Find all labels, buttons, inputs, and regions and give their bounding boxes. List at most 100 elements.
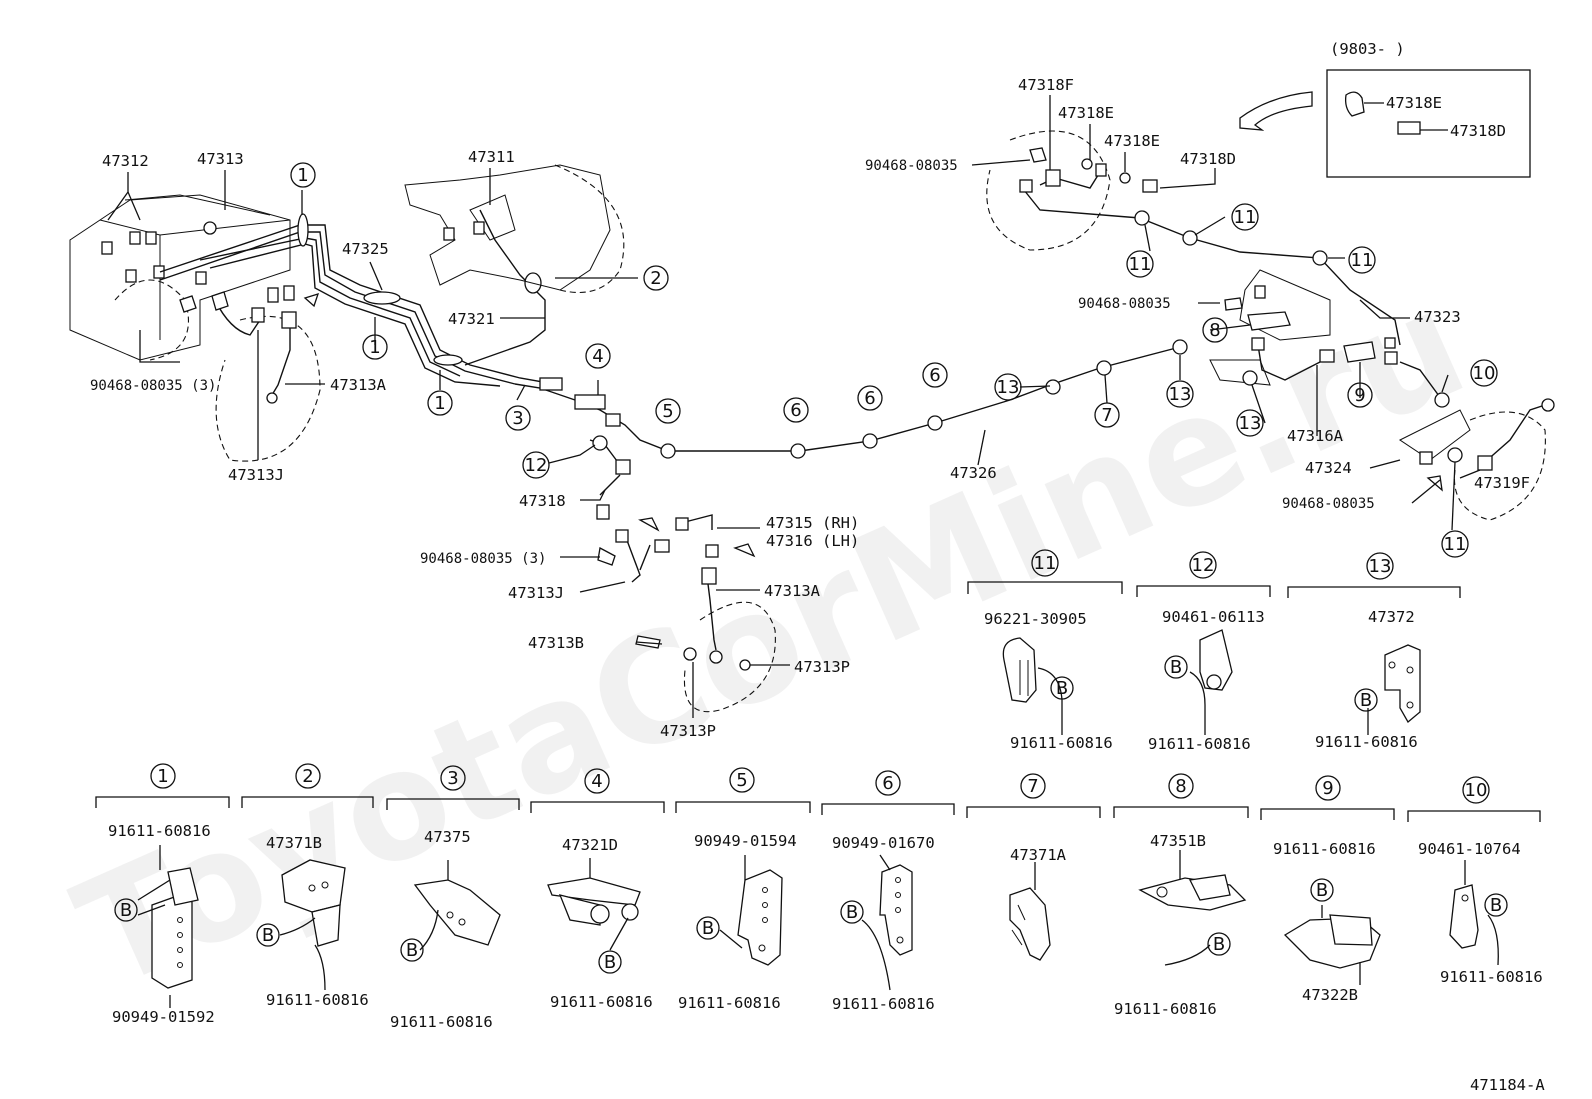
svg-text:6: 6 — [790, 400, 801, 421]
inset-callout-47318E: 47318E — [1386, 94, 1442, 112]
g5-label-a: 90949-01594 — [694, 832, 797, 850]
b-marker: B — [1354, 688, 1378, 712]
callout-47316: 47316 (LH) — [766, 532, 859, 550]
callout-47318E-b: 47318E — [1104, 132, 1160, 150]
ref-circle-1c: 1 — [427, 390, 453, 416]
svg-text:10: 10 — [1465, 780, 1488, 801]
svg-text:B: B — [1213, 934, 1225, 955]
svg-text:B: B — [1316, 880, 1328, 901]
svg-text:4: 4 — [592, 346, 603, 367]
group-num-1: 1 — [150, 763, 176, 789]
ref-circle-6a: 6 — [783, 397, 809, 423]
g1-label-a: 91611-60816 — [108, 822, 211, 840]
ref-circle-5: 5 — [655, 398, 681, 424]
svg-text:5: 5 — [736, 770, 747, 791]
leader-lines — [107, 95, 1481, 718]
detail-parts — [137, 629, 1499, 1008]
ref-circle-11d: 11 — [1441, 530, 1469, 558]
group-num-2: 2 — [295, 763, 321, 789]
b-marker: B — [1050, 676, 1074, 700]
g12-label-a: 90461-06113 — [1162, 608, 1265, 626]
svg-text:11: 11 — [1351, 250, 1374, 271]
callout-47318D: 47318D — [1180, 150, 1236, 168]
callout-90468-08035-3: 90468-08035 (3) — [90, 378, 216, 394]
g3-label-a: 47375 — [424, 828, 471, 846]
svg-text:3: 3 — [447, 768, 458, 789]
svg-text:13: 13 — [1239, 413, 1262, 434]
ref-circle-8: 8 — [1202, 317, 1228, 343]
ref-circle-12a: 12 — [522, 451, 550, 479]
g2-label-a: 47371B — [266, 834, 322, 852]
b-marker: B — [256, 923, 280, 947]
g6-label-a: 90949-01670 — [832, 834, 935, 852]
inset-callout-47318D: 47318D — [1450, 122, 1506, 140]
g10-label-a: 90461-10764 — [1418, 840, 1521, 858]
svg-text:B: B — [262, 925, 274, 946]
period-label: (9803- ) — [1330, 40, 1405, 58]
ref-circle-13b: 13 — [1166, 380, 1194, 408]
svg-text:B: B — [1490, 895, 1502, 916]
b-marker: B — [1484, 893, 1508, 917]
svg-text:1: 1 — [297, 165, 308, 186]
pipe-clip-points — [592, 210, 1463, 463]
callout-47318F: 47318F — [1018, 76, 1074, 94]
svg-text:5: 5 — [662, 401, 673, 422]
group-num-11: 11 — [1031, 549, 1059, 577]
callout-47318: 47318 — [519, 492, 566, 510]
svg-text:11: 11 — [1129, 254, 1152, 275]
front-left-hose — [211, 285, 321, 462]
callout-90468-08035-3b: 90468-08035 (3) — [420, 551, 546, 567]
master-cylinder-assembly — [69, 194, 291, 361]
g6-label-b: 91611-60816 — [832, 995, 935, 1013]
svg-text:6: 6 — [864, 388, 875, 409]
svg-text:9: 9 — [1354, 385, 1365, 406]
g13-label-a: 47372 — [1368, 608, 1415, 626]
b-marker: B — [1164, 655, 1188, 679]
svg-text:B: B — [1170, 657, 1182, 678]
callout-labels: (9803- ) 47318E 47318D 471184-A 47312 47… — [90, 40, 1545, 1094]
g3-label-b: 91611-60816 — [390, 1013, 493, 1031]
svg-text:7: 7 — [1101, 405, 1112, 426]
callout-47318E-a: 47318E — [1058, 104, 1114, 122]
callout-47313P-b: 47313P — [660, 722, 716, 740]
svg-text:B: B — [120, 900, 132, 921]
svg-text:B: B — [1056, 678, 1068, 699]
group-num-13: 13 — [1366, 552, 1394, 580]
ref-circle-9: 9 — [1347, 382, 1373, 408]
circled-reference-numbers: 1 2 1 1 4 3 5 6 6 6 12 13 7 13 13 11 11 … — [150, 162, 1498, 804]
svg-text:B: B — [1360, 690, 1372, 711]
svg-text:11: 11 — [1444, 534, 1467, 555]
ref-circle-7: 7 — [1094, 402, 1120, 428]
callout-47326: 47326 — [950, 464, 997, 482]
callout-90468-08035-r3: 90468-08035 — [1282, 496, 1375, 512]
b-marker: B — [114, 898, 138, 922]
svg-text:6: 6 — [882, 773, 893, 794]
drawing-number: 471184-A — [1470, 1076, 1545, 1094]
g5-label-b: 91611-60816 — [678, 994, 781, 1012]
callout-47313J-b: 47313J — [508, 584, 564, 602]
svg-text:11: 11 — [1234, 207, 1257, 228]
callout-47319F: 47319F — [1474, 474, 1530, 492]
svg-text:B: B — [406, 940, 418, 961]
ref-circle-6c: 6 — [922, 362, 948, 388]
g9-label-b: 47322B — [1302, 986, 1358, 1004]
svg-text:1: 1 — [434, 393, 445, 414]
g12-label-b: 91611-60816 — [1148, 735, 1251, 753]
ref-circle-1a: 1 — [290, 162, 316, 188]
g7-label-a: 47371A — [1010, 846, 1067, 864]
b-markers: B B B B B B B B B B B B — [114, 655, 1508, 974]
callout-47313A: 47313A — [330, 376, 387, 394]
group-num-9: 9 — [1315, 775, 1341, 801]
callout-90468-08035-r1: 90468-08035 — [865, 158, 958, 174]
group-num-12: 12 — [1189, 551, 1217, 579]
svg-text:1: 1 — [157, 766, 168, 787]
svg-text:12: 12 — [525, 455, 548, 476]
g11-label-a: 96221-30905 — [984, 610, 1087, 628]
ref-circle-1b: 1 — [362, 334, 388, 360]
callout-47321: 47321 — [448, 310, 495, 328]
svg-text:7: 7 — [1027, 776, 1038, 797]
ref-circle-2: 2 — [643, 265, 669, 291]
ref-circle-4: 4 — [585, 343, 611, 369]
svg-text:3: 3 — [512, 408, 523, 429]
ref-circle-10: 10 — [1470, 359, 1498, 387]
